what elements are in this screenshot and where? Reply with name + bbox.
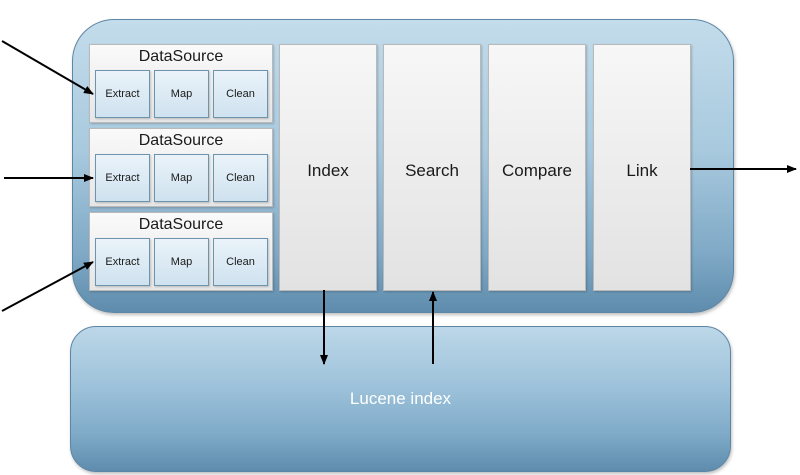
clean-step: Clean <box>213 154 268 202</box>
compare-stage: Compare <box>488 44 586 291</box>
link-stage: Link <box>593 44 691 291</box>
datasource-box: DataSource Extract Map Clean <box>89 128 273 207</box>
link-stage-label: Link <box>626 161 658 180</box>
map-step: Map <box>154 70 209 118</box>
index-stage: Index <box>279 44 377 291</box>
extract-step: Extract <box>95 70 150 118</box>
clean-step: Clean <box>213 238 268 286</box>
index-stage-label: Index <box>307 161 349 180</box>
search-stage-label: Search <box>405 161 459 180</box>
lucene-index-block: Lucene index <box>70 326 731 472</box>
datasource-box: DataSource Extract Map Clean <box>89 44 273 123</box>
datasource-title: DataSource <box>138 48 224 65</box>
compare-stage-label: Compare <box>502 161 572 180</box>
map-step: Map <box>154 154 209 202</box>
extract-step: Extract <box>95 154 150 202</box>
map-step: Map <box>154 238 209 286</box>
lucene-index-label: Lucene index <box>349 389 452 408</box>
datasource-title: DataSource <box>138 132 224 149</box>
search-stage: Search <box>383 44 481 291</box>
extract-step: Extract <box>95 238 150 286</box>
datasource-title: DataSource <box>138 216 224 233</box>
datasource-box: DataSource Extract Map Clean <box>89 212 273 291</box>
clean-step: Clean <box>213 70 268 118</box>
